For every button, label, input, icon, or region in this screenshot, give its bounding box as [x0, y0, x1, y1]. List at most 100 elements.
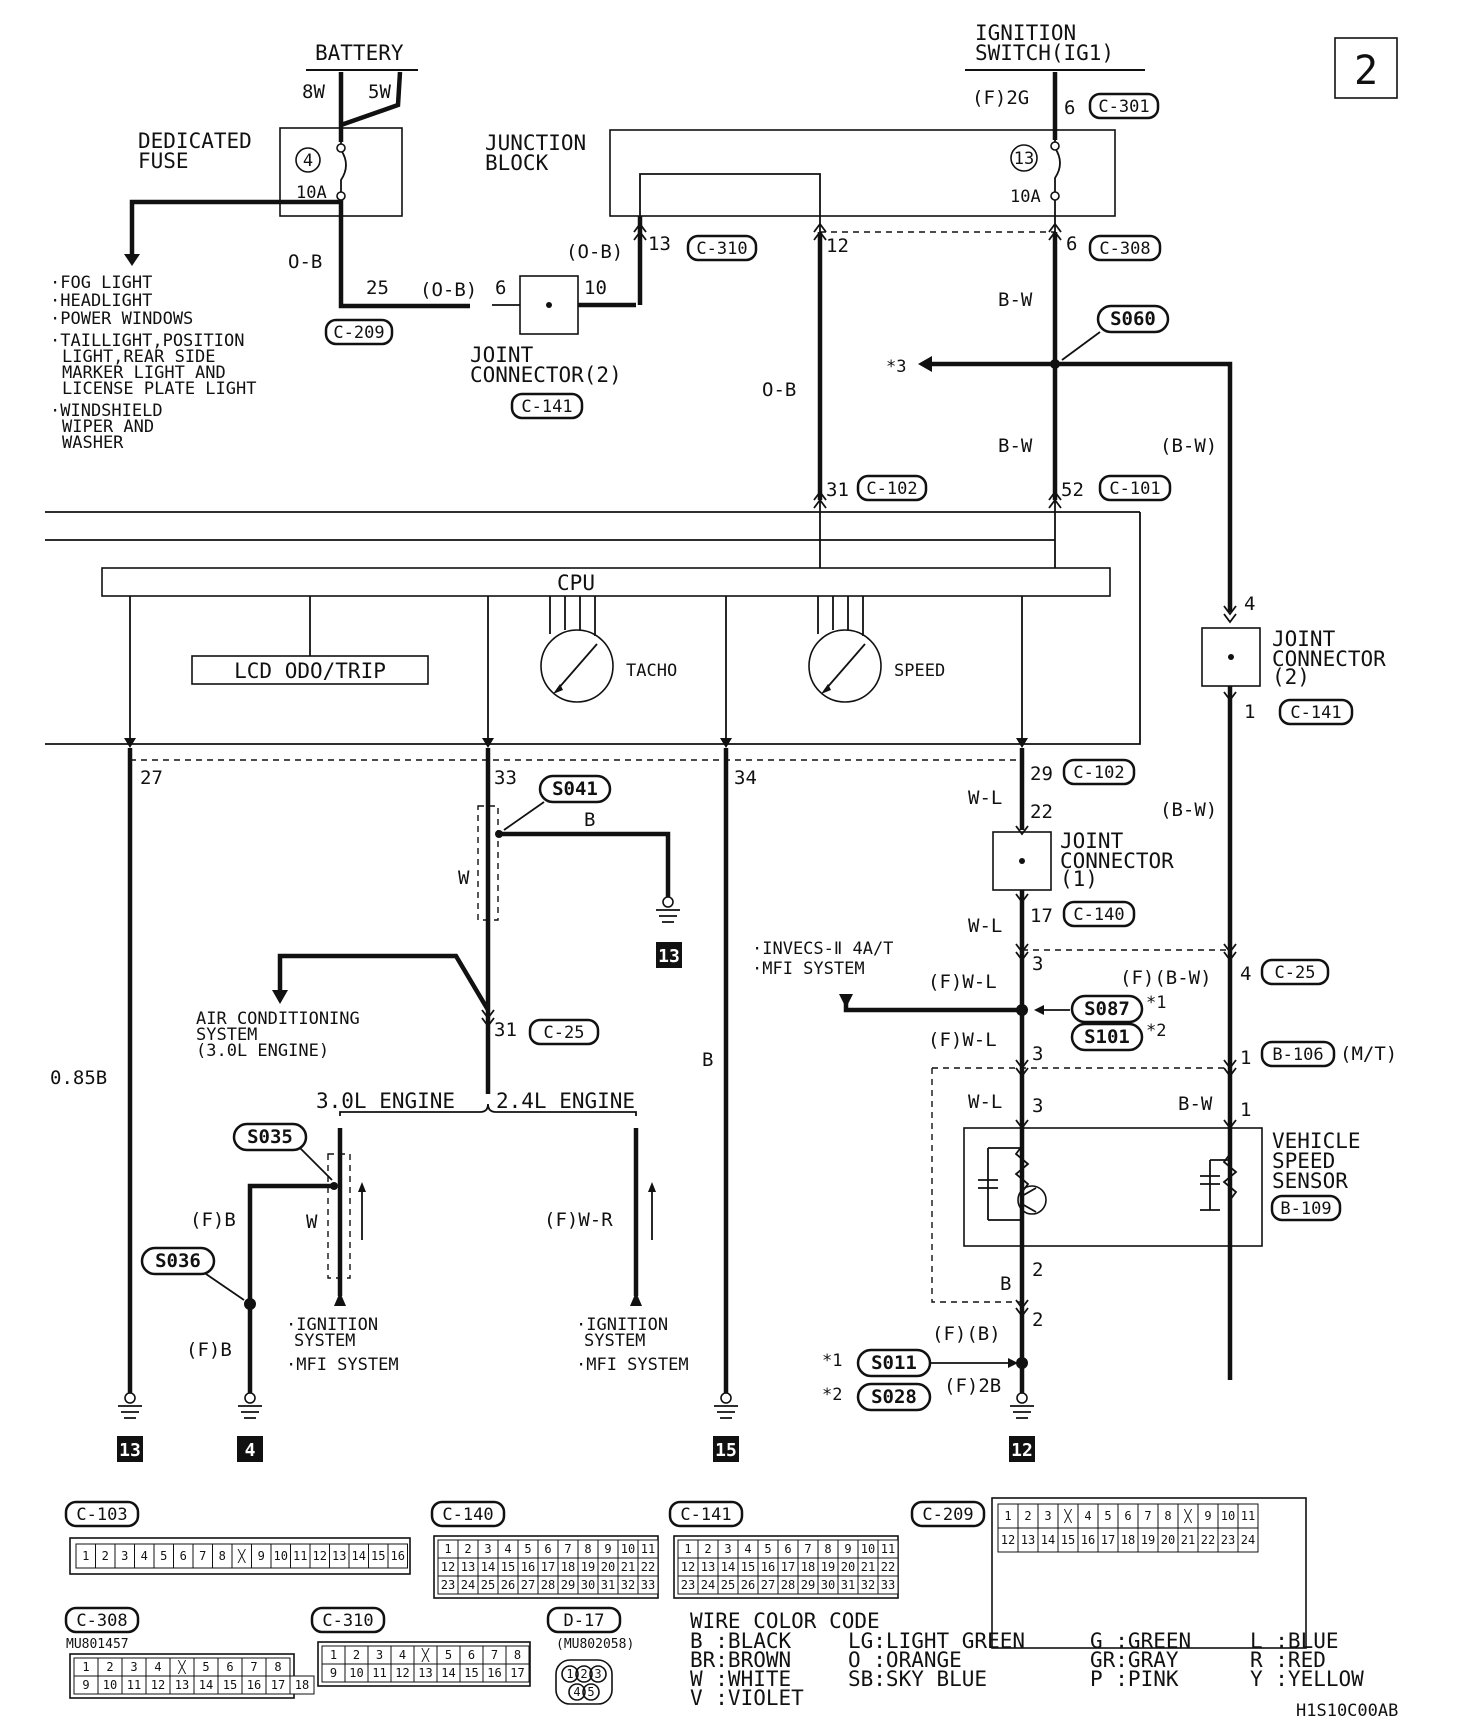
- vss-resistor-right: [1222, 1128, 1238, 1204]
- pin-10-jc: 10: [584, 277, 607, 299]
- pin-33: 33: [494, 767, 517, 789]
- connector-pin-number: 4: [744, 1542, 751, 1556]
- wire-label-b-mid: B: [702, 1049, 713, 1071]
- svg-text:·POWER WINDOWS: ·POWER WINDOWS: [50, 309, 193, 329]
- s028-tag: [856, 1382, 932, 1412]
- connector-pin-number: 5: [202, 1660, 209, 1674]
- pin-27: 27: [140, 767, 163, 789]
- svg-text:C-310: C-310: [322, 1611, 373, 1631]
- connector-pin-number: 15: [1061, 1533, 1075, 1547]
- svg-text:1: 1: [566, 1667, 573, 1681]
- c140-tag: [1062, 900, 1136, 928]
- connector-pin-number: 15: [371, 1549, 385, 1563]
- s036-tag: [140, 1246, 216, 1276]
- svg-text:LIGHT,REAR SIDE: LIGHT,REAR SIDE: [62, 347, 216, 367]
- connector-pin-number: 2: [353, 1648, 360, 1662]
- lcd-odo-label: LCD ODO/TRIP: [234, 659, 386, 683]
- pin-52: 52: [1061, 479, 1084, 501]
- s101-star: *2: [1146, 1021, 1166, 1041]
- wire-label-w-l-3: W-L: [968, 1091, 1002, 1113]
- connector-pin-number: 6: [180, 1549, 187, 1563]
- ign1-label-2: SYSTEM: [294, 1331, 355, 1351]
- svg-text:WASHER: WASHER: [62, 433, 124, 453]
- junction-block-label-2: BLOCK: [485, 151, 549, 175]
- ground-15: 15: [713, 1392, 739, 1462]
- connector-pin-number: 13: [1021, 1533, 1035, 1547]
- c25-mid-tag: [528, 1018, 600, 1046]
- s011-star: *1: [822, 1351, 842, 1371]
- svg-text:MARKER LIGHT AND: MARKER LIGHT AND: [62, 363, 226, 383]
- fuse-loads-list: ·FOG LIGHT ·HEADLIGHT ·POWER WINDOWS ·TA…: [50, 273, 256, 453]
- connector-pin-number: 8: [274, 1660, 281, 1674]
- invecs-label-1: ·INVECS-Ⅱ 4A/T: [752, 939, 893, 959]
- ig-pin-label: (F)2G: [972, 87, 1029, 109]
- wire-color-code-entry: SB:SKY BLUE: [848, 1667, 987, 1691]
- pin-3-a: 3: [1032, 953, 1043, 975]
- connector-pin-number: 8: [584, 1542, 591, 1556]
- wire-color-code-entry: R :RED: [1250, 1648, 1326, 1672]
- connector-pin-number: 32: [621, 1578, 635, 1592]
- connector-pin-number: 13: [175, 1678, 189, 1692]
- connector-pin-number: 10: [1221, 1509, 1235, 1523]
- c141-top-label: C-141: [521, 397, 572, 417]
- wire-f-b: [247, 1183, 334, 1394]
- connector-pin-number: 4: [154, 1660, 161, 1674]
- connector-pin-number: 5: [764, 1542, 771, 1556]
- vss-dash-frame: [931, 1068, 1022, 1303]
- c25-right-tag: [1260, 958, 1330, 986]
- connector-pin-number: 16: [761, 1560, 775, 1574]
- connector-pin-number: 10: [861, 1542, 875, 1556]
- connector-pin-number: 3: [724, 1542, 731, 1556]
- connector-pin-number: 17: [1101, 1533, 1115, 1547]
- connector-pin-number: 22: [1201, 1533, 1215, 1547]
- s101-label: S101: [1084, 1026, 1130, 1048]
- connector-pin-number: 7: [250, 1660, 257, 1674]
- wire-label-f-2b: (F)2B: [944, 1375, 1001, 1397]
- svg-text:5: 5: [587, 1685, 594, 1699]
- svg-text:C-308: C-308: [76, 1611, 127, 1631]
- svg-text:MU801457: MU801457: [66, 1637, 129, 1652]
- battery-section: BATTERY 8W 5W DEDICATED FUSE 4 10A ·FOG …: [50, 41, 477, 453]
- page-number-box: [1334, 37, 1398, 99]
- ig-pin-6: 6: [1064, 97, 1075, 119]
- connector-pin-number: 27: [521, 1578, 535, 1592]
- connector-pin-number: 22: [881, 1560, 895, 1574]
- connector-pin-number: 3: [376, 1648, 383, 1662]
- connector-pin-number: ╳: [421, 1647, 430, 1662]
- invecs-label-2: ·MFI SYSTEM: [752, 959, 865, 979]
- connector-pin-number: 25: [481, 1578, 495, 1592]
- connector-pin-number: 23: [681, 1578, 695, 1592]
- s087-star: *1: [1146, 993, 1166, 1013]
- svg-text:2: 2: [580, 1667, 587, 1681]
- connector-pin-cell: [1237, 1527, 1259, 1553]
- wire-color-code-entry: L :BLUE: [1250, 1629, 1339, 1653]
- s060-tag: [1096, 304, 1170, 334]
- wire-color-code-entry: V :VIOLET: [690, 1686, 804, 1710]
- connector-pin-number: 6: [1124, 1509, 1131, 1523]
- dedicated-fuse-label-2: FUSE: [138, 149, 189, 173]
- svg-text:C-140: C-140: [442, 1505, 493, 1525]
- connector-pin-number: ╳: [1063, 1508, 1072, 1523]
- wire-color-code-entry: GR:GRAY: [1090, 1648, 1179, 1672]
- connector-pin-number: 31: [601, 1578, 615, 1592]
- junction-block-label-1: JUNCTION: [485, 131, 586, 155]
- pin-13: 13: [648, 233, 671, 255]
- connector-pin-number: 6: [226, 1660, 233, 1674]
- wire-o-b-out: [338, 200, 470, 309]
- pin-3-c: 3: [1032, 1095, 1043, 1117]
- connector-pin-number: 18: [561, 1560, 575, 1574]
- connector-pin-number: 12: [395, 1666, 409, 1680]
- connector-pin-number: 17: [510, 1666, 524, 1680]
- connector-pin-number: 11: [641, 1542, 655, 1556]
- c301-tag: [1088, 92, 1160, 120]
- connector-pin-number: 33: [641, 1578, 655, 1592]
- c308-tag: [1088, 234, 1162, 262]
- ground-13-upper-box: [656, 942, 682, 968]
- c101-tag: [1098, 474, 1172, 502]
- wire-label-f-b-w: (F)(B-W): [1120, 967, 1212, 989]
- connector-pin-number: 6: [468, 1648, 475, 1662]
- c141-right-label: C-141: [1290, 703, 1341, 723]
